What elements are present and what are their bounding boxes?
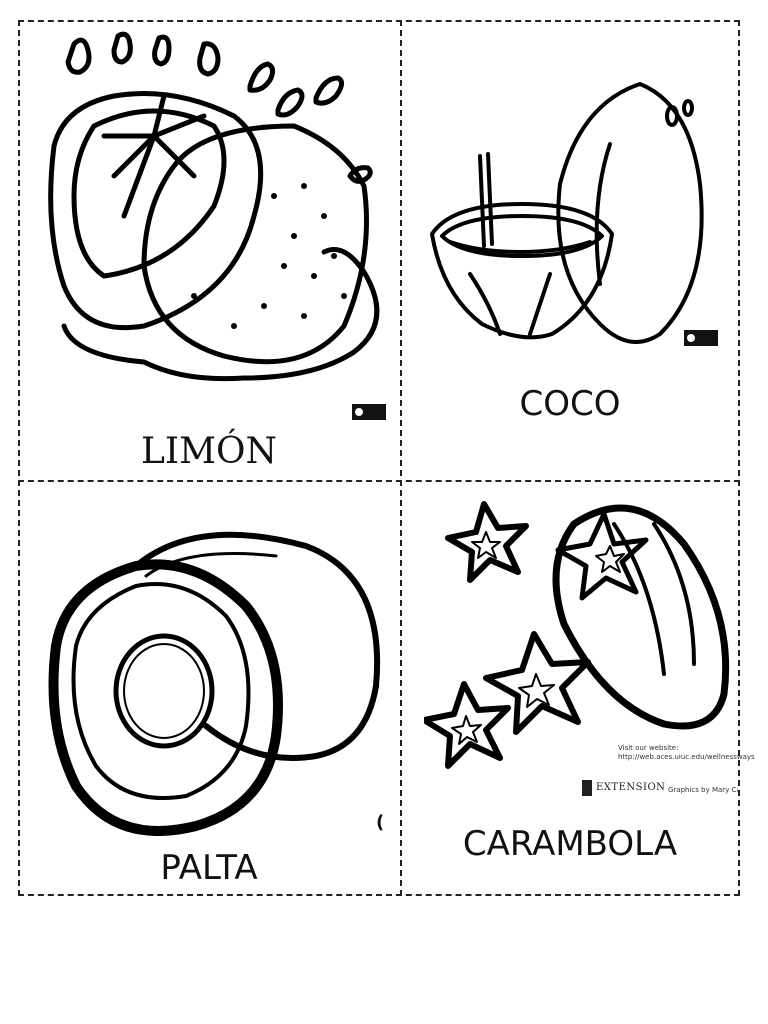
- card-palta: ( PALTA: [18, 480, 400, 896]
- sheet-dashed-border: [18, 20, 740, 896]
- card-label-limon: LIMÓN: [140, 431, 277, 472]
- star-fruit-illustration: [424, 501, 730, 769]
- card-coco: COCO: [400, 20, 740, 480]
- extension-logo-text: EXTENSION: [596, 782, 666, 793]
- flashcard-sheet: LIMÓN: [18, 20, 755, 896]
- watermark-fragment: (: [376, 812, 384, 833]
- extension-logo-mark: [582, 780, 592, 796]
- graphics-credit: Graphics by Mary Cannon: [668, 786, 738, 794]
- vertical-cut-line: [400, 20, 402, 896]
- credit-line-2: http://web.aces.uiuc.edu/wellnessways: [618, 753, 755, 761]
- credit-text: Visit our website: http://web.aces.uiuc.…: [618, 744, 755, 762]
- card-carambola: Visit our website: http://web.aces.uiuc.…: [400, 480, 755, 896]
- watermark-logo: [684, 330, 718, 346]
- avocado-illustration: (: [48, 531, 384, 836]
- card-limon: LIMÓN: [18, 20, 400, 480]
- coconut-illustration: [430, 82, 718, 346]
- card-label-coco: COCO: [519, 384, 621, 424]
- credit-line-1: Visit our website:: [618, 744, 679, 752]
- card-label-palta: PALTA: [160, 848, 258, 888]
- lemon-illustration: [48, 31, 386, 420]
- horizontal-cut-line: [18, 480, 740, 482]
- watermark-logo: [352, 404, 386, 420]
- card-label-carambola: CARAMBOLA: [462, 824, 678, 864]
